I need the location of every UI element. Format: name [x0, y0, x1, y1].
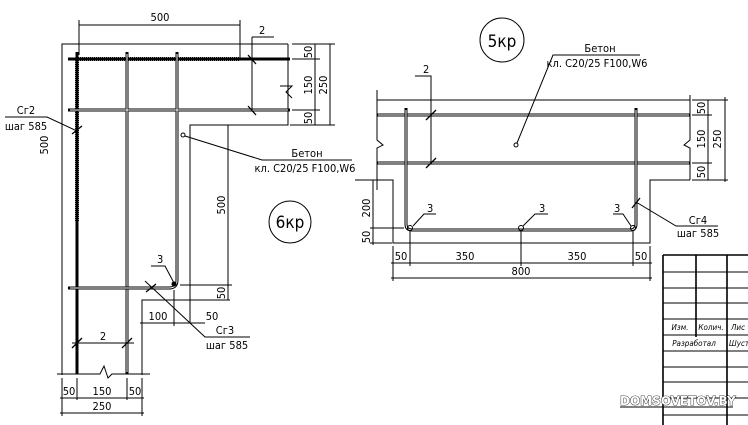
dim-inner-50: 50 — [215, 287, 228, 300]
dim-5kr-50b: 50 — [635, 250, 648, 263]
concrete-label: Бетон — [291, 147, 322, 160]
cg4-label: Сг4 — [689, 214, 707, 227]
cg2-label: Сг2 — [17, 104, 35, 117]
dim-5kr-800: 800 — [512, 265, 531, 278]
col-kolich: Колич. — [698, 323, 723, 332]
dim-right-150: 150 — [302, 76, 315, 95]
pos-3-right: 3 — [614, 202, 620, 215]
concrete-label-5kr: Бетон — [584, 42, 615, 55]
pos-2-label: 2 — [259, 24, 265, 37]
dim-right-250: 250 — [317, 76, 330, 95]
detail-5kr: 5кр Бетон кл. С20/25 F100,W6 2 3 3 3 Сг4… — [355, 17, 728, 281]
stirrup — [404, 108, 638, 232]
col-list: Лис — [730, 323, 745, 332]
cg4-step: шаг 585 — [677, 227, 719, 240]
col-izm: Изм. — [672, 323, 689, 332]
dim-5kr-350b: 350 — [568, 250, 587, 263]
pos-2-label-5kr: 2 — [423, 63, 429, 76]
dim-bottom-150: 150 — [93, 385, 112, 398]
cg3-step: шаг 585 — [206, 339, 248, 352]
mark-circle-5kr — [479, 17, 525, 63]
cg3-label: Сг3 — [216, 324, 234, 337]
concrete-class-5kr: кл. С20/25 F100,W6 — [547, 57, 648, 70]
break-line — [57, 364, 150, 379]
dim-left-500: 500 — [38, 136, 51, 155]
row-razrabotal: Разработал — [672, 339, 716, 348]
dim-bottom-50b: 50 — [129, 385, 142, 398]
dim-5kr-350a: 350 — [456, 250, 475, 263]
cg2-step: шаг 585 — [5, 120, 47, 133]
dim-5kr-right-250: 250 — [711, 130, 724, 149]
dim-right-50a: 50 — [302, 46, 315, 59]
pos-3-label: 3 — [157, 253, 163, 266]
pos-3-middle: 3 — [539, 202, 545, 215]
mark-5kr: 5кр — [488, 32, 517, 52]
detail-6kr: 500 2 50 150 50 250 500 Сг2 шаг 585 Бето… — [5, 11, 356, 416]
watermark: DOMSOVETOV.BY — [620, 394, 736, 408]
dim-5kr-right-50b: 50 — [695, 166, 708, 179]
dim-bottom-50a: 50 — [63, 385, 76, 398]
dim-5kr-right-50a: 50 — [695, 102, 708, 115]
title-block: Изм. Колич. Лис Разработал Шуст — [662, 254, 748, 425]
concrete-outline — [61, 43, 289, 375]
dim-5kr-right-150: 150 — [695, 130, 708, 149]
rebars — [68, 52, 290, 374]
developer-name: Шуст — [729, 339, 748, 348]
pos-2-bottom: 2 — [100, 330, 106, 343]
dim-top-500: 500 — [151, 11, 170, 24]
mark-6kr: 6кр — [276, 213, 305, 233]
concrete-class: кл. С20/25 F100,W6 — [255, 162, 356, 175]
dim-bottom-250: 250 — [93, 400, 112, 413]
break-mark — [280, 85, 294, 99]
dim-inner-500: 500 — [215, 196, 228, 215]
dim-5kr-50a: 50 — [395, 250, 408, 263]
dim-5kr-left-200: 200 — [360, 199, 373, 218]
dim-right-50b: 50 — [302, 112, 315, 125]
dim-100: 100 — [149, 310, 168, 323]
dim-5kr-left-50: 50 — [360, 231, 373, 244]
mark-circle-6kr — [268, 200, 312, 244]
pos-3-left: 3 — [427, 202, 433, 215]
dim-50: 50 — [206, 310, 219, 323]
